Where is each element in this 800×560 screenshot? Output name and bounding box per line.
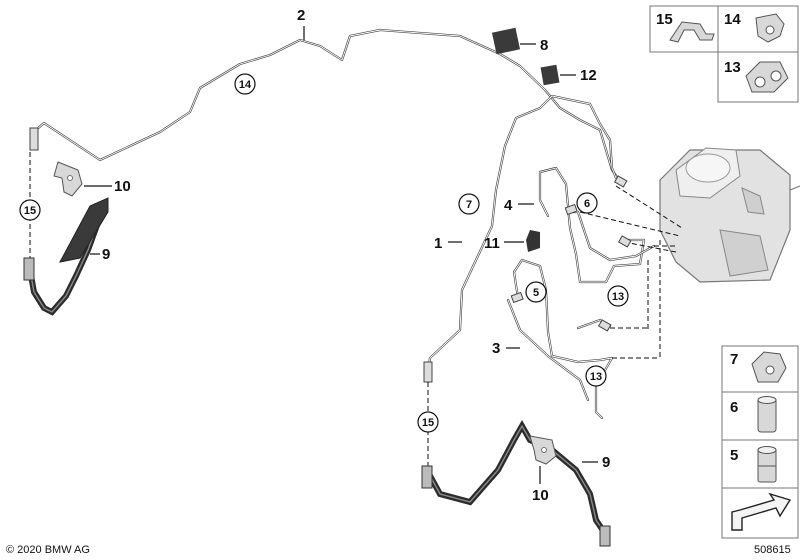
pad-8: [491, 27, 521, 55]
callout-2: 2: [297, 7, 305, 24]
pad-12: [540, 64, 560, 86]
bracket-15-icon: [669, 21, 715, 43]
brake-pipe-3: [506, 258, 614, 420]
legend-6: 6: [730, 399, 738, 416]
brake-hose-bottom: [421, 419, 611, 547]
leader-lines: [84, 26, 598, 484]
bracket-bottom: [529, 435, 557, 465]
circled-callout-text: 14 15 7 6 5 13 13 15: [24, 79, 624, 429]
diagram-number: 508615: [754, 544, 791, 556]
circled-13-b: 13: [590, 371, 602, 383]
direction-arrow-icon: [731, 492, 792, 531]
circled-6: 6: [584, 198, 590, 210]
legend-14: 14: [724, 11, 741, 28]
brake-hose-left: [23, 197, 109, 316]
circled-7: 7: [466, 199, 472, 211]
callout-12: 12: [580, 67, 597, 84]
brake-pipe-4: [538, 166, 656, 284]
brake-pipe-1: [423, 94, 618, 383]
callout-9-bottom: 9: [602, 454, 610, 471]
legend-right: 7 6 5: [721, 345, 799, 539]
brake-fluid-reservoir: [659, 147, 800, 283]
circled-5: 5: [533, 287, 539, 299]
callout-3: 3: [492, 340, 500, 357]
circled-15-bottom: 15: [422, 417, 434, 429]
brake-pipe-2: [29, 28, 624, 186]
clip-11: [526, 230, 540, 252]
circled-15-left: 15: [24, 205, 36, 217]
callout-10-bottom: 10: [532, 487, 549, 504]
bracket-left: [53, 161, 83, 197]
callout-8: 8: [540, 37, 548, 54]
callout-1: 1: [434, 235, 442, 252]
callout-9-left: 9: [102, 246, 110, 263]
legend-top: 15 14 13: [649, 5, 799, 103]
callout-11: 11: [484, 235, 500, 252]
pipe-fittings: [510, 175, 632, 332]
circled-14: 14: [239, 79, 252, 91]
copyright-text: © 2020 BMW AG: [6, 544, 90, 556]
legend-13: 13: [724, 59, 741, 76]
callout-10-left: 10: [114, 178, 131, 195]
circled-13-a: 13: [612, 291, 624, 303]
legend-5: 5: [730, 447, 738, 464]
legend-15: 15: [656, 11, 673, 28]
circled-callouts: [19, 73, 629, 433]
callouts: 2 8 12 10 9 1 4 11 3 9 10: [102, 7, 610, 504]
legend-7: 7: [730, 351, 738, 368]
callout-4: 4: [504, 197, 513, 214]
